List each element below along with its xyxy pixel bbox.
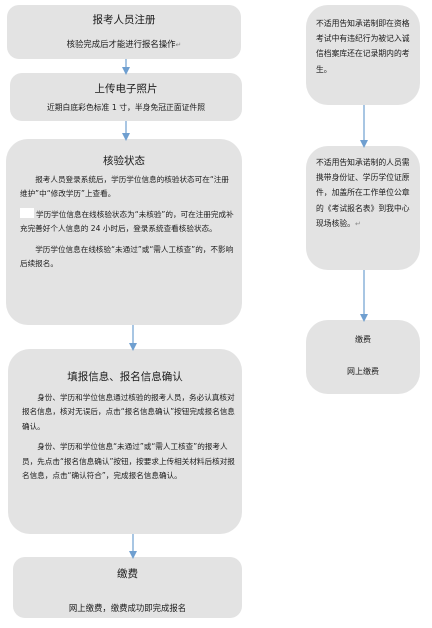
- right-rule-text: 不适用告知承诺制即在资格考试中有违纪行为被记入诚信档案库还在记录期内的考生。: [316, 19, 410, 74]
- step-register-subtitle: 核验完成后才能进行报名操作↵: [66, 39, 182, 49]
- step-fill-title: 填报信息、报名信息确认: [67, 371, 183, 383]
- step-photo-subtitle: 近期白底彩色标准 1 寸，半身免冠正面证件照: [46, 103, 206, 112]
- step-photo-box: 上传电子照片 近期白底彩色标准 1 寸，半身免冠正面证件照: [10, 73, 242, 121]
- step-register-title: 报考人员注册: [92, 14, 156, 26]
- right-pay-box: 缴费 网上缴费: [306, 320, 420, 394]
- step-verify-box: 核验状态 报考人员登录系统后，学历学位信息的核验状态可在“注册维护”中“修改学历…: [6, 139, 242, 325]
- step-pay-subtitle: 网上缴费，缴费成功即完成报名: [68, 603, 187, 613]
- right-rule-box: 不适用告知承诺制即在资格考试中有违纪行为被记入诚信档案库还在记录期内的考生。: [306, 5, 420, 105]
- verify-paragraph-1: 报考人员登录系统后，学历学位信息的核验状态可在“注册维护”中“修改学历”上查看。: [20, 175, 229, 199]
- fill-paragraph-2: 身份、学历和学位信息“未通过”或“需人工核查”的报考人员，先点击“报名信息确认”…: [22, 442, 235, 481]
- step-fill-text: 身份、学历和学位信息通过核验的报考人员，务必认真核对报名信息，核对无误后，点击“…: [22, 391, 236, 489]
- fill-paragraph-1: 身份、学历和学位信息通过核验的报考人员，务必认真核对报名信息，核对无误后，点击“…: [22, 393, 235, 431]
- verify-paragraph-2: 学历学位信息在线核验状态为“未核验”的，可在注册完成补充完善好个人信息的 24 …: [20, 207, 234, 234]
- right-onsite-box: 不适用告知承诺制的人员需携带身份证、学历学位证原件，加盖所在工作单位公章的《考试…: [306, 146, 420, 270]
- step-photo-title: 上传电子照片: [94, 83, 158, 95]
- right-pay-title: 缴费: [355, 335, 371, 344]
- step-register-box: 报考人员注册 核验完成后才能进行报名操作↵: [7, 5, 241, 59]
- step-fill-box: 填报信息、报名信息确认 身份、学历和学位信息通过核验的报考人员，务必认真核对报名…: [8, 349, 242, 534]
- right-pay-subtitle: 网上缴费: [347, 367, 379, 376]
- step-pay-title: 缴费: [117, 568, 138, 580]
- step-pay-box: 缴费 网上缴费，缴费成功即完成报名: [13, 557, 242, 618]
- right-onsite-text: 不适用告知承诺制的人员需携带身份证、学历学位证原件，加盖所在工作单位公章的《考试…: [316, 158, 410, 228]
- step-verify-title: 核验状态: [103, 155, 145, 167]
- step-verify-text: 报考人员登录系统后，学历学位信息的核验状态可在“注册维护”中“修改学历”上查看。…: [20, 173, 234, 277]
- verify-paragraph-3: 学历学位信息在线核验“未通过”或“需人工核查”的，不影响后续报名。: [20, 244, 234, 269]
